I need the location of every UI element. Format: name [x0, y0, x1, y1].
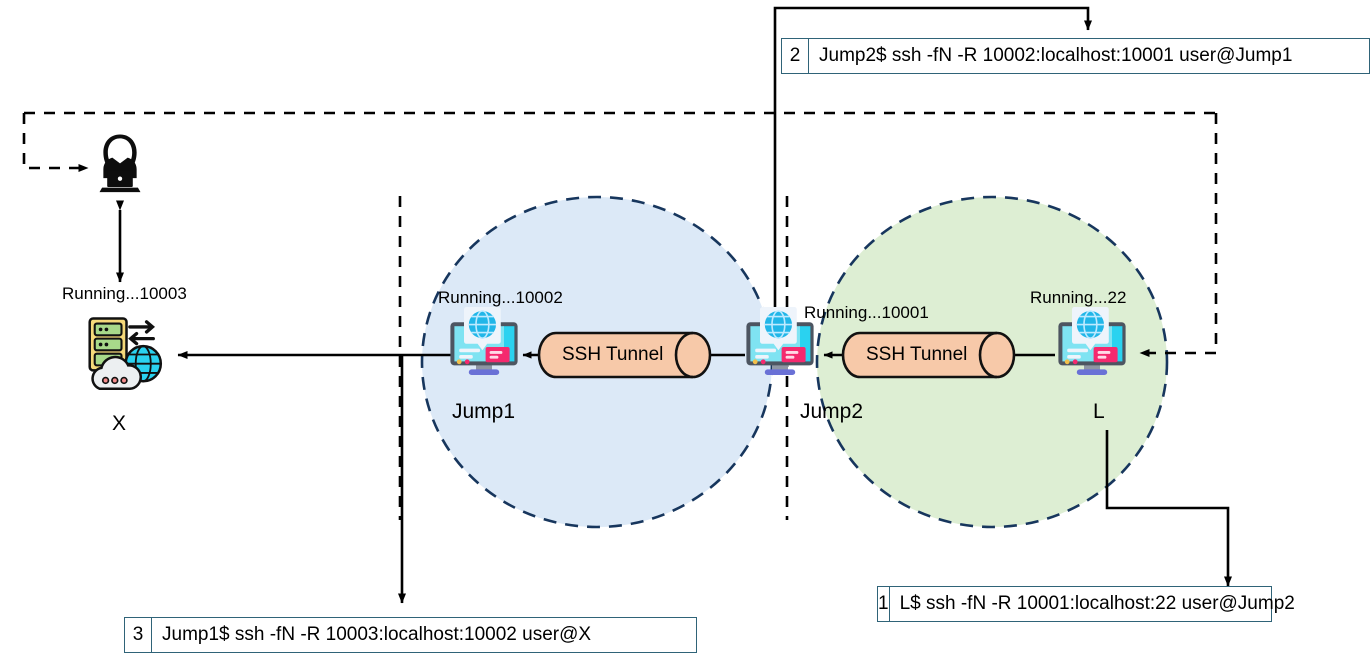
flow-jump2-to-cmd2	[773, 6, 1092, 345]
node-label-l: L	[1093, 400, 1105, 423]
running-label-x: Running...10003	[62, 284, 187, 303]
tunnel-label-1: SSH Tunnel	[562, 344, 664, 365]
node-label-jump2: Jump2	[800, 400, 864, 423]
server-cloud-icon	[88, 316, 163, 391]
command-text-1: L$ ssh -fN -R 10001:localhost:22 user@Ju…	[899, 593, 1295, 614]
running-label-jump1: Running...10002	[438, 288, 563, 307]
command-text-3: Jump1$ ssh -fN -R 10003:localhost:10002 …	[162, 624, 592, 645]
command-text-2: Jump2$ ssh -fN -R 10002:localhost:10001 …	[819, 45, 1293, 66]
flow-l-to-cmd1	[1105, 430, 1232, 587]
command-box-1[interactable]: 1 L$ ssh -fN -R 10001:localhost:22 user@…	[877, 586, 1295, 622]
flow-return-right	[1139, 113, 1218, 357]
command-number-1: 1	[878, 587, 890, 621]
hacker-icon	[99, 134, 141, 193]
command-box-3[interactable]: 3 Jump1$ ssh -fN -R 10003:localhost:1000…	[124, 617, 697, 653]
running-label-jump2: Running...10001	[804, 303, 929, 322]
ssh-tunnel-jump2-l	[841, 331, 1016, 379]
flow-x-to-hacker	[22, 113, 89, 172]
node-label-x: X	[112, 412, 127, 435]
ssh-tunnel-jump1-jump2	[537, 331, 712, 379]
command-box-2[interactable]: 2 Jump2$ ssh -fN -R 10002:localhost:1000…	[781, 38, 1370, 74]
running-label-l: Running...22	[1030, 288, 1127, 307]
node-label-jump1: Jump1	[452, 400, 516, 423]
command-number-2: 2	[782, 39, 809, 73]
tunnel-label-2: SSH Tunnel	[866, 344, 968, 365]
command-number-3: 3	[125, 618, 152, 652]
